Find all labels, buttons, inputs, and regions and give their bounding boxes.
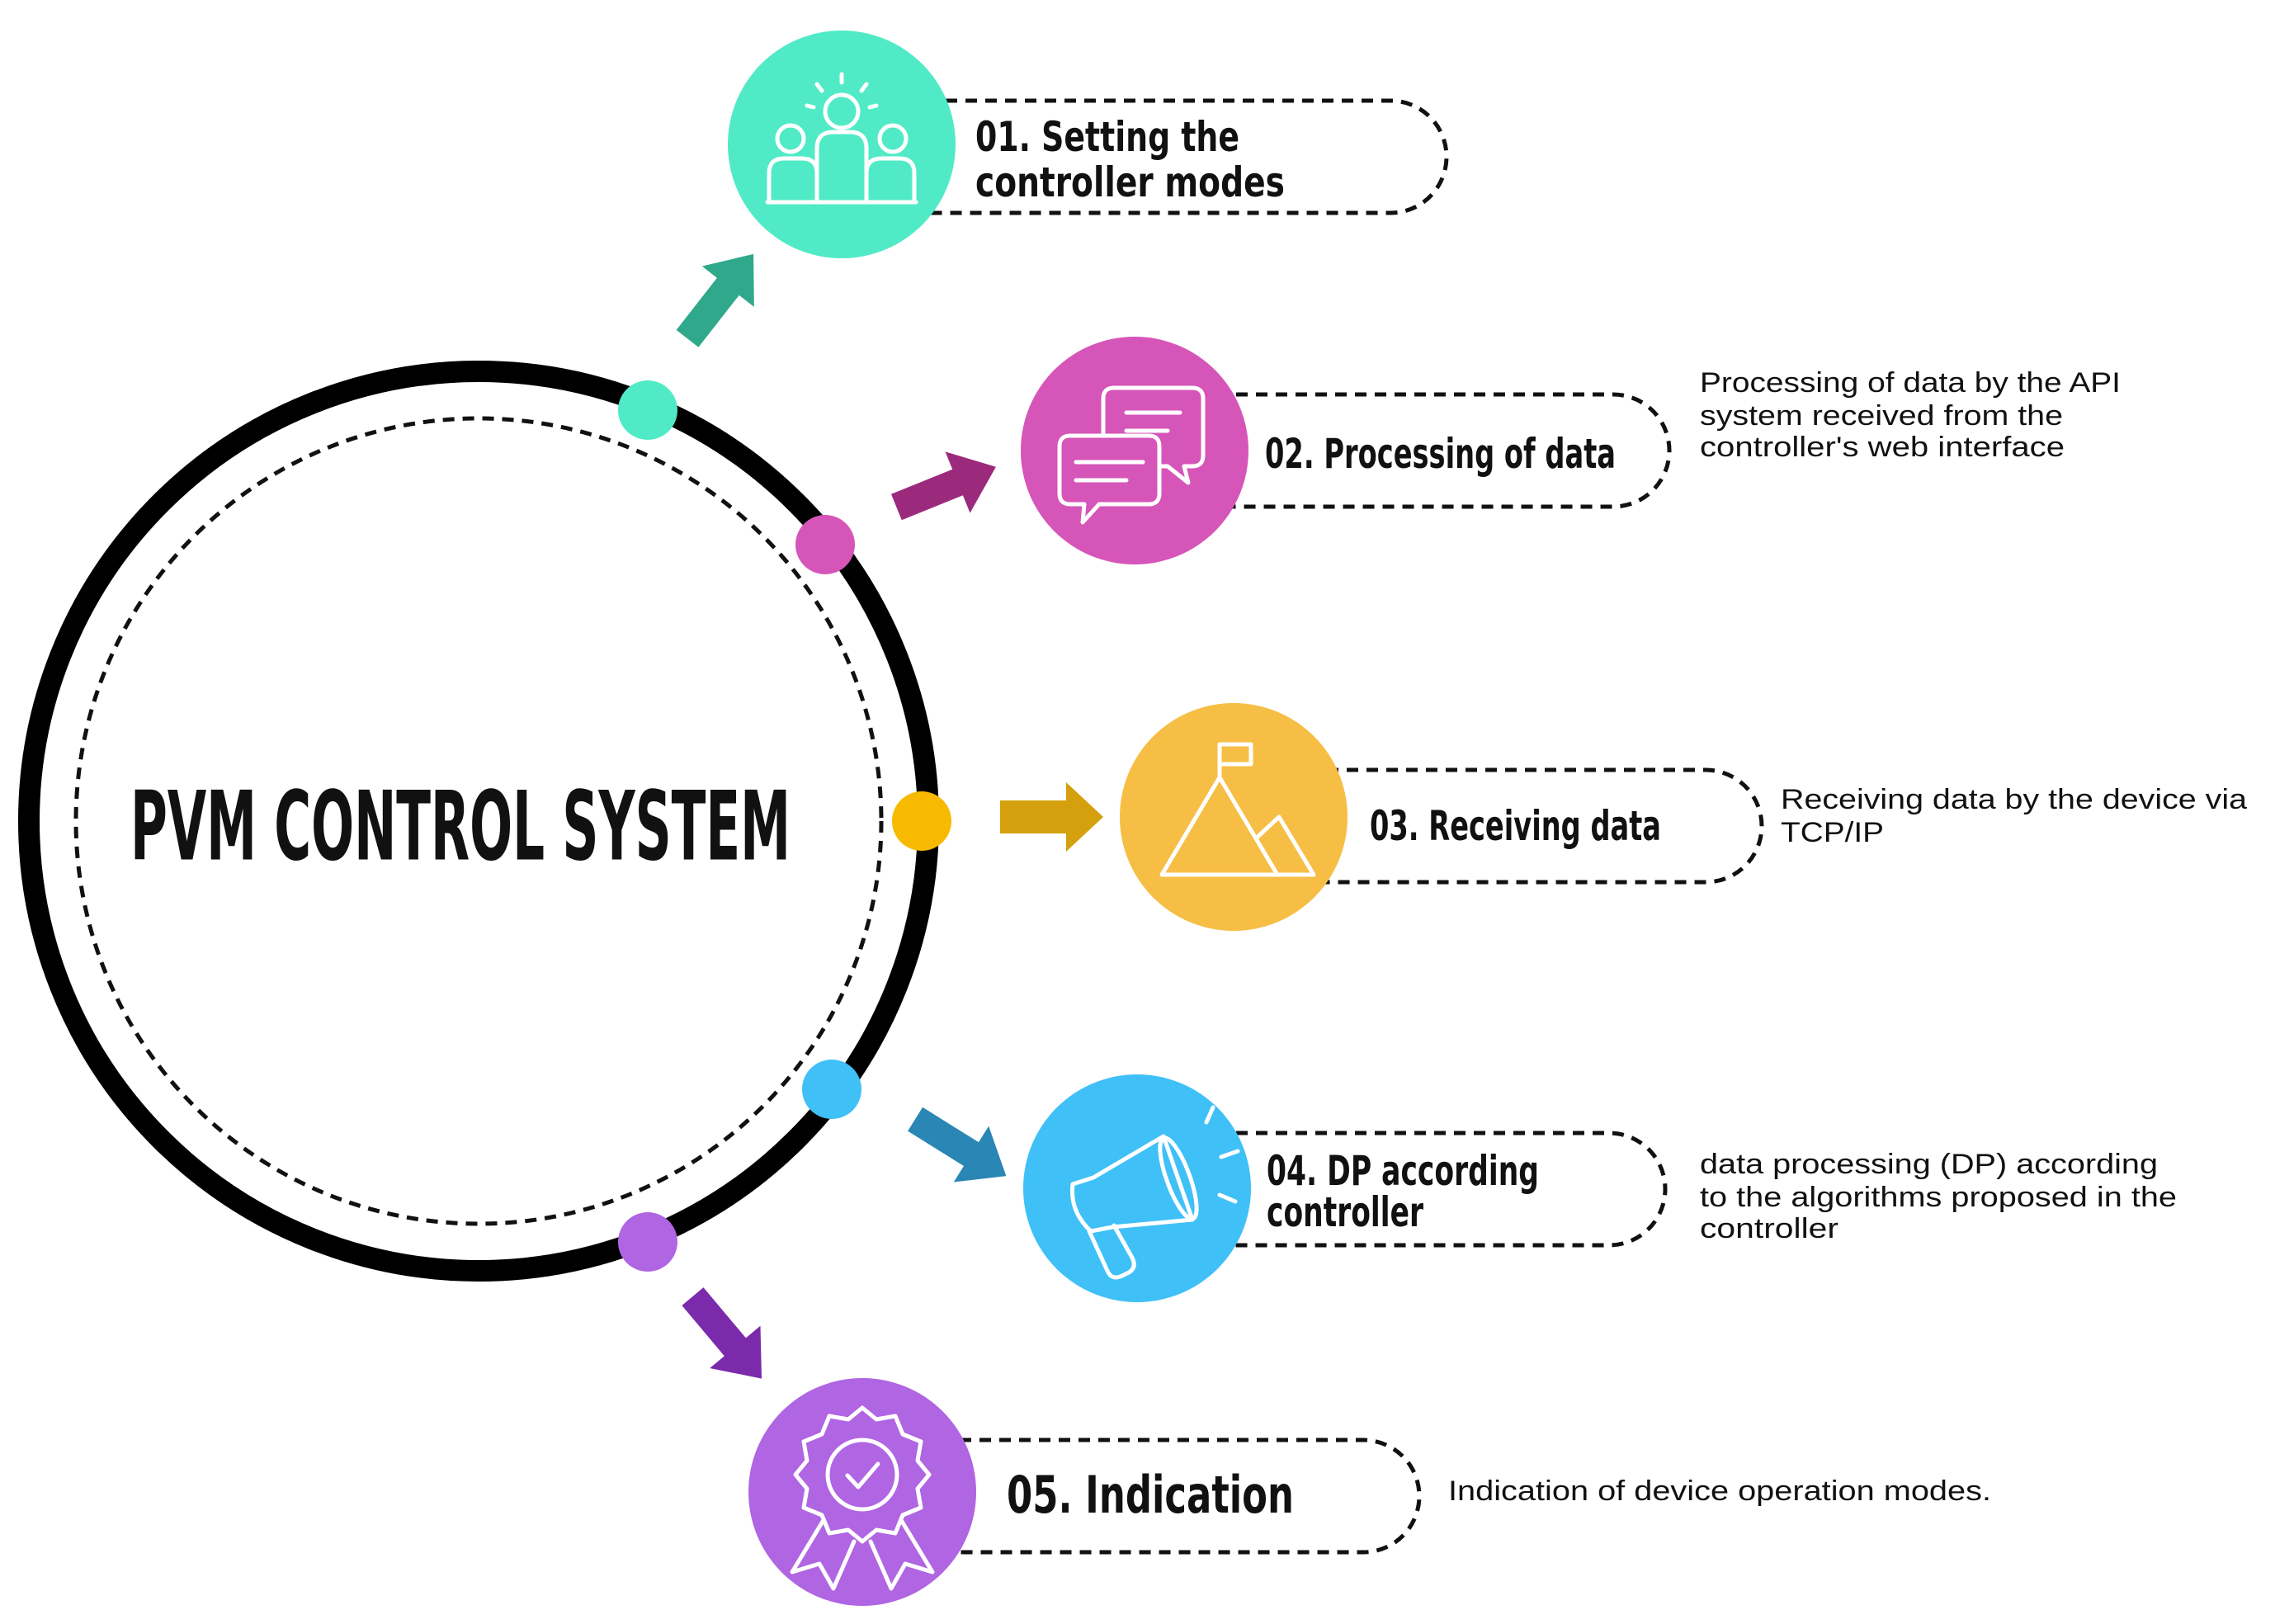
step-1-title-line-2: controller modes: [975, 158, 1285, 206]
award-badge-icon: [790, 1405, 935, 1591]
ring-dot-5: [618, 1212, 677, 1272]
step-1-title-line-1: 01. Setting the: [975, 113, 1239, 161]
step-4: 04. DP according controller data process…: [1023, 1074, 2177, 1302]
arrow-1: [676, 253, 754, 347]
step-3-desc-line-1: Receiving data by the device via: [1781, 784, 2247, 815]
step-4-pill: [1196, 1131, 1668, 1248]
step-1: 01. Setting the controller modes: [728, 31, 1449, 258]
arrow-4: [908, 1107, 1007, 1183]
step-5-title: 05. Indication: [1007, 1465, 1294, 1525]
step-2-desc-line-3: controller's web interface: [1700, 432, 2065, 463]
step-2: 02. Processing of data Processing of dat…: [1021, 337, 2121, 564]
ring-dot-4: [802, 1060, 861, 1119]
step-4-desc-line-3: controller: [1700, 1213, 1838, 1244]
step-3: 03. Receiving data Receiving data by the…: [1120, 703, 2247, 931]
step-3-title: 03. Receiving data: [1370, 802, 1661, 850]
arrow-3: [1000, 782, 1103, 852]
arrow-2: [891, 451, 996, 521]
step-4-desc-line-1: data processing (DP) according: [1700, 1149, 2158, 1180]
mountain-flag-icon: [1159, 742, 1316, 877]
ring-dot-2: [795, 515, 855, 574]
step-5-desc: Indication of device operation modes.: [1448, 1475, 1991, 1507]
step-4-desc-line-2: to the algorithms proposed in the: [1700, 1182, 2177, 1213]
diagram-title: PVM CONTROL SYSTEM: [130, 772, 791, 883]
step-4-circle: [1023, 1074, 1251, 1302]
step-2-title: 02. Processing of data: [1265, 430, 1616, 478]
ring-dot-1: [618, 380, 677, 440]
step-3-desc-line-2: TCP/IP: [1781, 817, 1884, 848]
step-5: 05. Indication Indication of device oper…: [748, 1378, 1991, 1606]
ring-dot-3: [892, 791, 951, 851]
step-5-pill: [920, 1438, 1422, 1555]
people-icon: [765, 72, 918, 205]
step-1-pill: [866, 98, 1449, 215]
step-5-circle: [748, 1378, 976, 1606]
step-4-title-line-1: 04. DP according: [1267, 1147, 1539, 1195]
step-3-circle: [1120, 703, 1348, 931]
step-2-pill: [1196, 392, 1672, 509]
step-2-desc-line-2: system received from the: [1700, 400, 2063, 432]
step-4-title-line-2: controller: [1267, 1188, 1423, 1236]
step-3-pill: [1287, 767, 1764, 885]
megaphone-icon: [1069, 1105, 1240, 1280]
chat-bubbles-icon: [1057, 385, 1206, 525]
step-1-circle: [728, 31, 956, 258]
main-ring-dashed: [73, 416, 884, 1226]
step-2-desc-line-1: Processing of data by the API: [1700, 367, 2121, 399]
arrow-5: [682, 1287, 762, 1379]
